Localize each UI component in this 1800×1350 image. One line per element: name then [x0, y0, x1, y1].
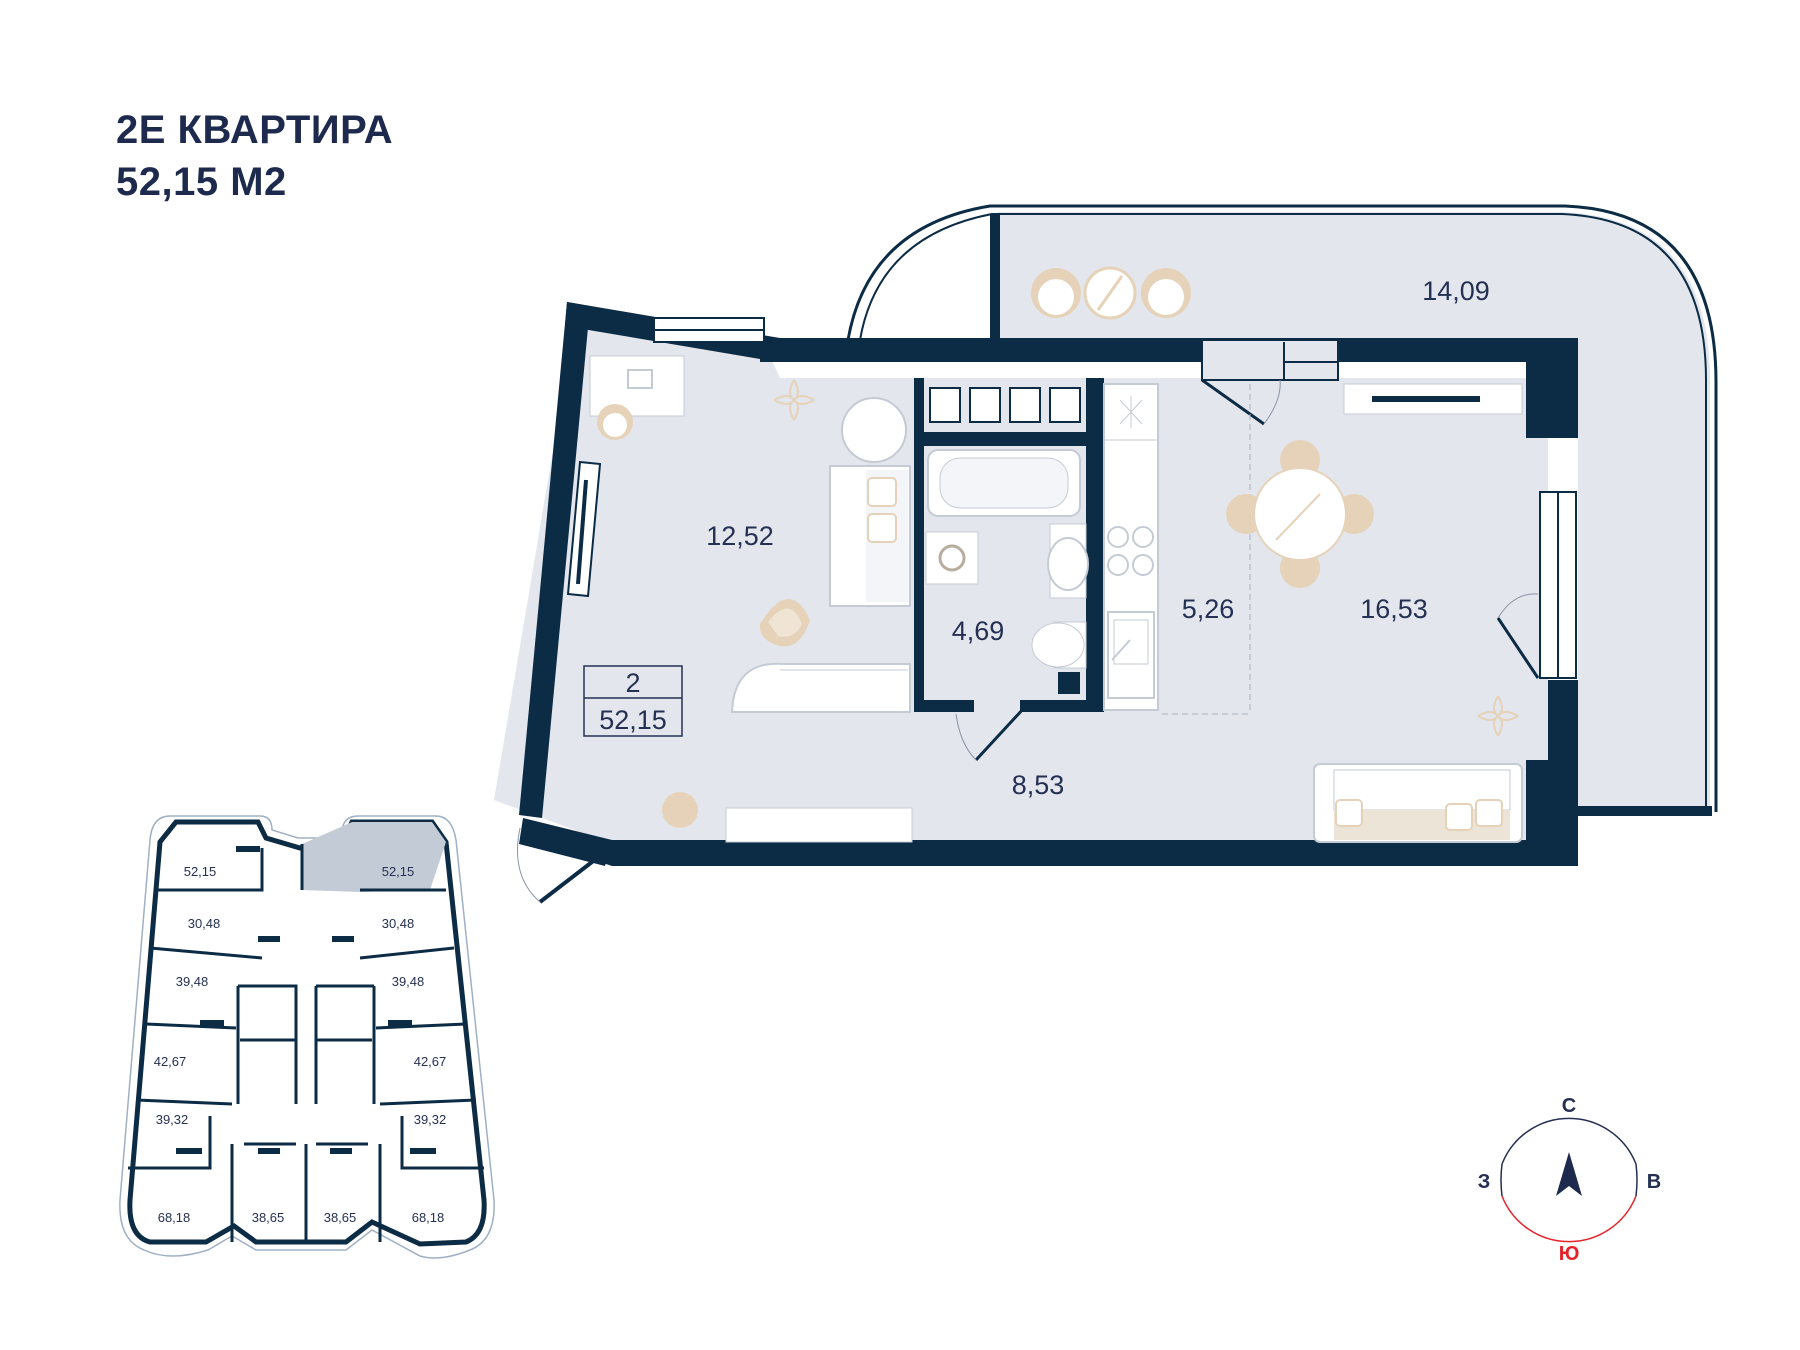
room-area-living: 16,53	[1360, 594, 1428, 624]
exterior-walls	[519, 302, 1578, 866]
apartment-badge: 2 52,15	[583, 665, 683, 737]
bathroom-fixtures	[925, 449, 1089, 694]
room-area-balcony: 14,09	[1422, 276, 1490, 306]
compass-west: З	[1478, 1171, 1491, 1193]
balcony-door	[1201, 339, 1339, 381]
kitchen-fixtures	[1103, 383, 1251, 715]
entrance-door	[538, 850, 607, 904]
flat-area-w-5: 39,32	[156, 1112, 189, 1127]
flat-area-nw-top: 52,15	[184, 864, 217, 879]
apartment-title: 2Е КВАРТИРА	[116, 108, 394, 152]
hall-furniture	[662, 792, 913, 843]
flat-area-ne-top: 52,15	[382, 864, 415, 879]
flat-area-sw-corner: 68,18	[158, 1210, 191, 1225]
room-area-bedroom: 12,52	[706, 521, 774, 551]
flat-area-w-3: 39,48	[176, 974, 209, 989]
compass-north: С	[1562, 1095, 1576, 1117]
flat-area-w-4: 42,67	[154, 1054, 187, 1069]
compass-east: В	[1647, 1171, 1661, 1193]
living-furniture	[1226, 383, 1540, 843]
bedroom-furniture	[589, 355, 911, 713]
flat-area-s-right: 38,65	[324, 1210, 357, 1225]
compass-south: Ю	[1559, 1243, 1580, 1265]
flat-area-e-3: 39,48	[392, 974, 425, 989]
room-area-bathroom: 4,69	[952, 616, 1005, 646]
badge-rooms: 2	[625, 668, 640, 698]
room-area-kitchen: 5,26	[1182, 594, 1235, 624]
ventilation-shafts	[929, 387, 1081, 423]
interior-walls	[914, 378, 1104, 712]
flat-area-s-left: 38,65	[252, 1210, 285, 1225]
flat-area-e-5: 39,32	[414, 1112, 447, 1127]
balcony-chairs	[1031, 266, 1191, 320]
flat-area-e-4: 42,67	[414, 1054, 447, 1069]
room-area-hall: 8,53	[1012, 770, 1065, 800]
floor-key-plan: 52,15 52,15 30,48 30,48 39,48 39,48 42,6…	[119, 815, 495, 1259]
flat-area-se-corner: 68,18	[412, 1210, 445, 1225]
north-arrow-icon	[1556, 1152, 1582, 1196]
flat-area-w-2: 30,48	[188, 916, 221, 931]
balcony	[846, 204, 1718, 816]
flat-area-e-2: 30,48	[382, 916, 415, 931]
compass: С В Ю З	[1478, 1095, 1661, 1265]
apartment-area: 52,15 М2	[116, 160, 287, 204]
badge-area: 52,15	[599, 705, 667, 735]
